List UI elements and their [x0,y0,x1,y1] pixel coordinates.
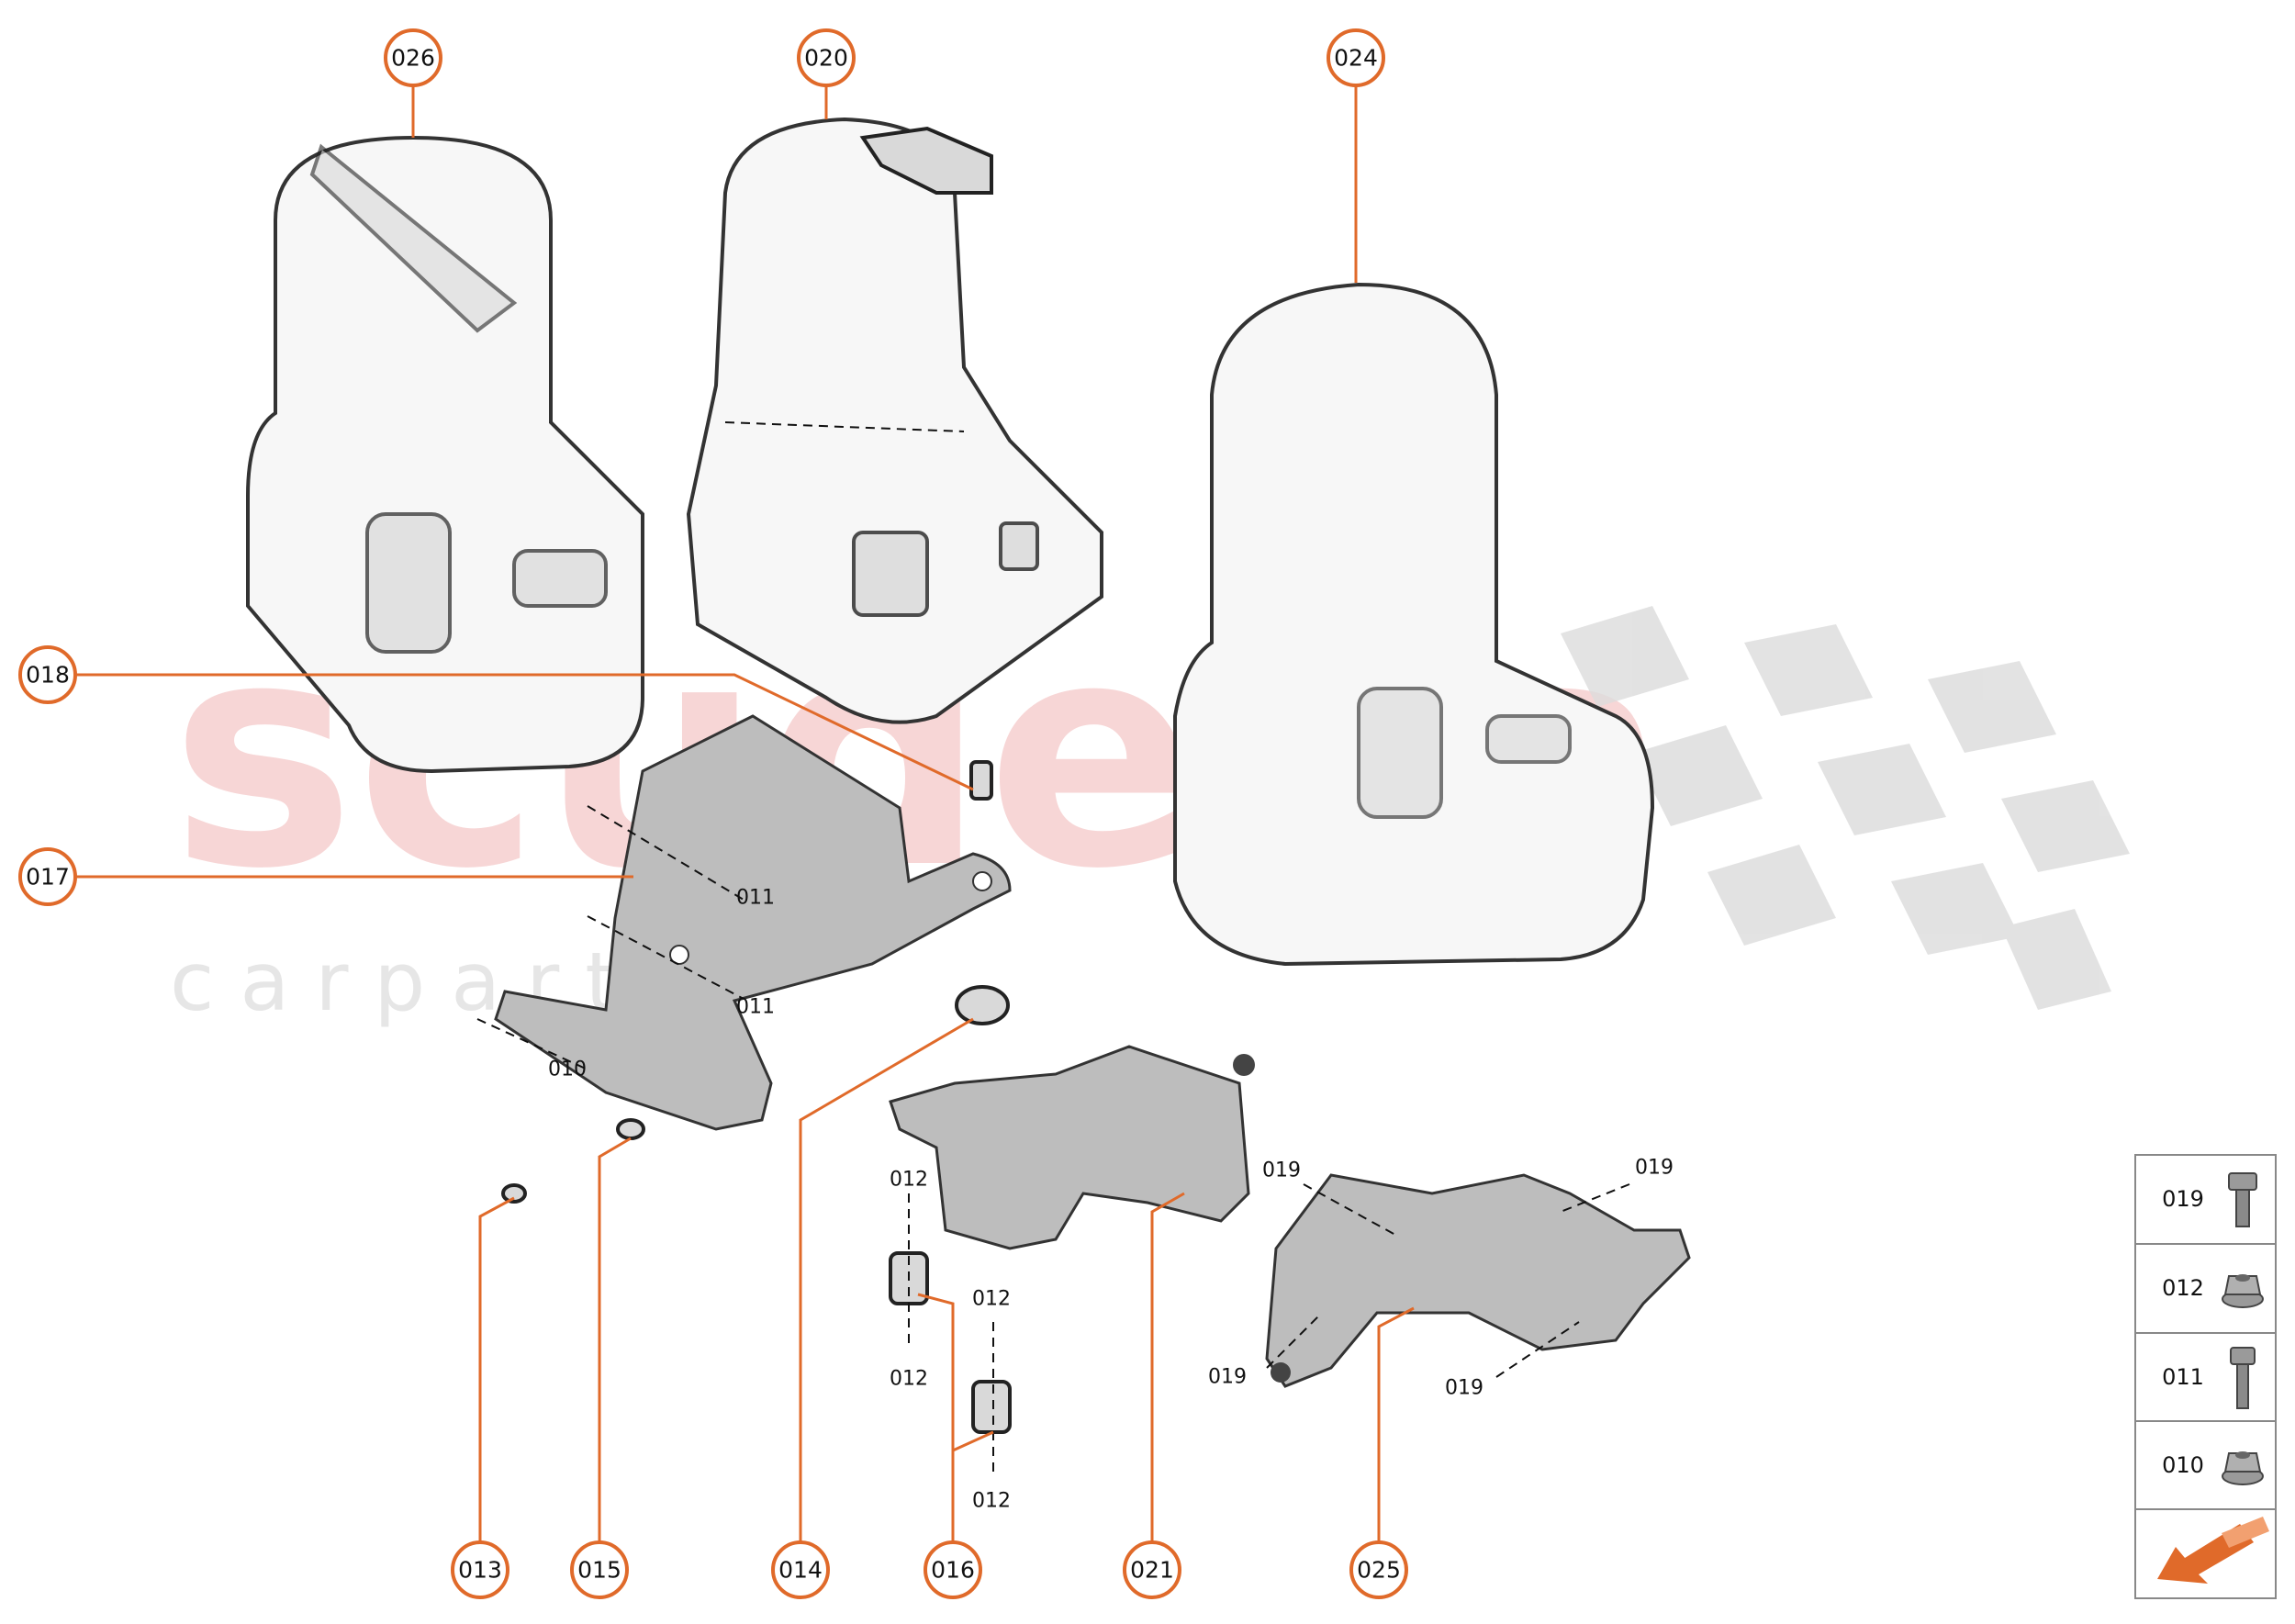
label-011-upper: 011 [736,887,775,910]
fastener-legend: 019 012 011 010 [2134,1154,2277,1599]
flange-nut-icon [2222,1274,2264,1308]
mounting-bracket-017 [494,714,1012,1131]
label-012-c: 012 [890,1368,928,1391]
callout-021-label: 021 [1130,1557,1174,1584]
flange-bolt-icon [2228,1172,2257,1227]
callouts: 026 020 024 018 017 013 015 014 [18,28,1408,1599]
label-012-a: 012 [890,1169,928,1192]
callout-020-label: 020 [804,45,848,72]
callout-026-label: 026 [391,45,435,72]
callout-014-label: 014 [778,1557,823,1584]
callout-024-label: 024 [1334,45,1378,72]
callout-017-label: 017 [26,864,70,890]
legend-code-011: 011 [2162,1364,2204,1390]
label-019-d: 019 [1445,1377,1483,1400]
callout-026: 026 [384,28,442,87]
clip-013 [501,1183,527,1204]
callout-021: 021 [1123,1540,1181,1599]
callout-013: 013 [451,1540,509,1599]
direction-arrow-icon [2157,1517,2269,1584]
pump-unit-020 [686,117,1103,724]
bolt-icon [2230,1347,2256,1409]
sensor-018 [969,760,993,801]
reservoir-canister-024 [1173,282,1655,967]
callout-017: 017 [18,847,77,906]
callout-018-label: 018 [26,662,70,689]
callout-leaders [73,80,1415,1548]
label-012-d: 012 [972,1490,1011,1513]
label-019-c: 019 [1208,1366,1247,1389]
mounting-bracket-021 [889,1045,1255,1250]
label-019-b: 019 [1635,1157,1674,1180]
callout-014: 014 [771,1540,830,1599]
fastener-axis-lines [476,805,1630,1478]
callout-020: 020 [797,28,856,87]
legend-row-012: 012 [2162,1274,2264,1308]
callout-018: 018 [18,645,77,704]
legend-code-012: 012 [2162,1275,2204,1301]
legend-row-011: 011 [2162,1347,2256,1409]
callout-025-label: 025 [1357,1557,1401,1584]
callout-015: 015 [570,1540,629,1599]
mounting-bracket-025 [1265,1173,1691,1388]
legend-code-019: 019 [2162,1186,2204,1212]
callout-016-label: 016 [931,1557,975,1584]
callout-016: 016 [924,1540,982,1599]
filter-canister-026 [246,135,644,774]
stud-015 [616,1118,645,1140]
label-019-a: 019 [1262,1159,1301,1182]
mount-016-lower [971,1380,1012,1434]
callout-013-label: 013 [458,1557,502,1584]
legend-row-019: 019 [2162,1172,2257,1227]
callout-015-label: 015 [577,1557,621,1584]
legend-row-010: 010 [2162,1451,2264,1485]
flange-nut-icon [2222,1451,2264,1485]
legend-code-010: 010 [2162,1452,2204,1478]
fastener-labels: 011 011 010 012 012 012 012 019 019 019 … [548,887,1674,1513]
checkered-flag-watermark [1561,606,2130,1010]
label-010: 010 [548,1058,587,1081]
callout-024: 024 [1327,28,1385,87]
callout-025: 025 [1349,1540,1408,1599]
grommet-014 [955,985,1010,1025]
label-011-lower: 011 [736,996,775,1019]
label-012-b: 012 [972,1288,1011,1311]
